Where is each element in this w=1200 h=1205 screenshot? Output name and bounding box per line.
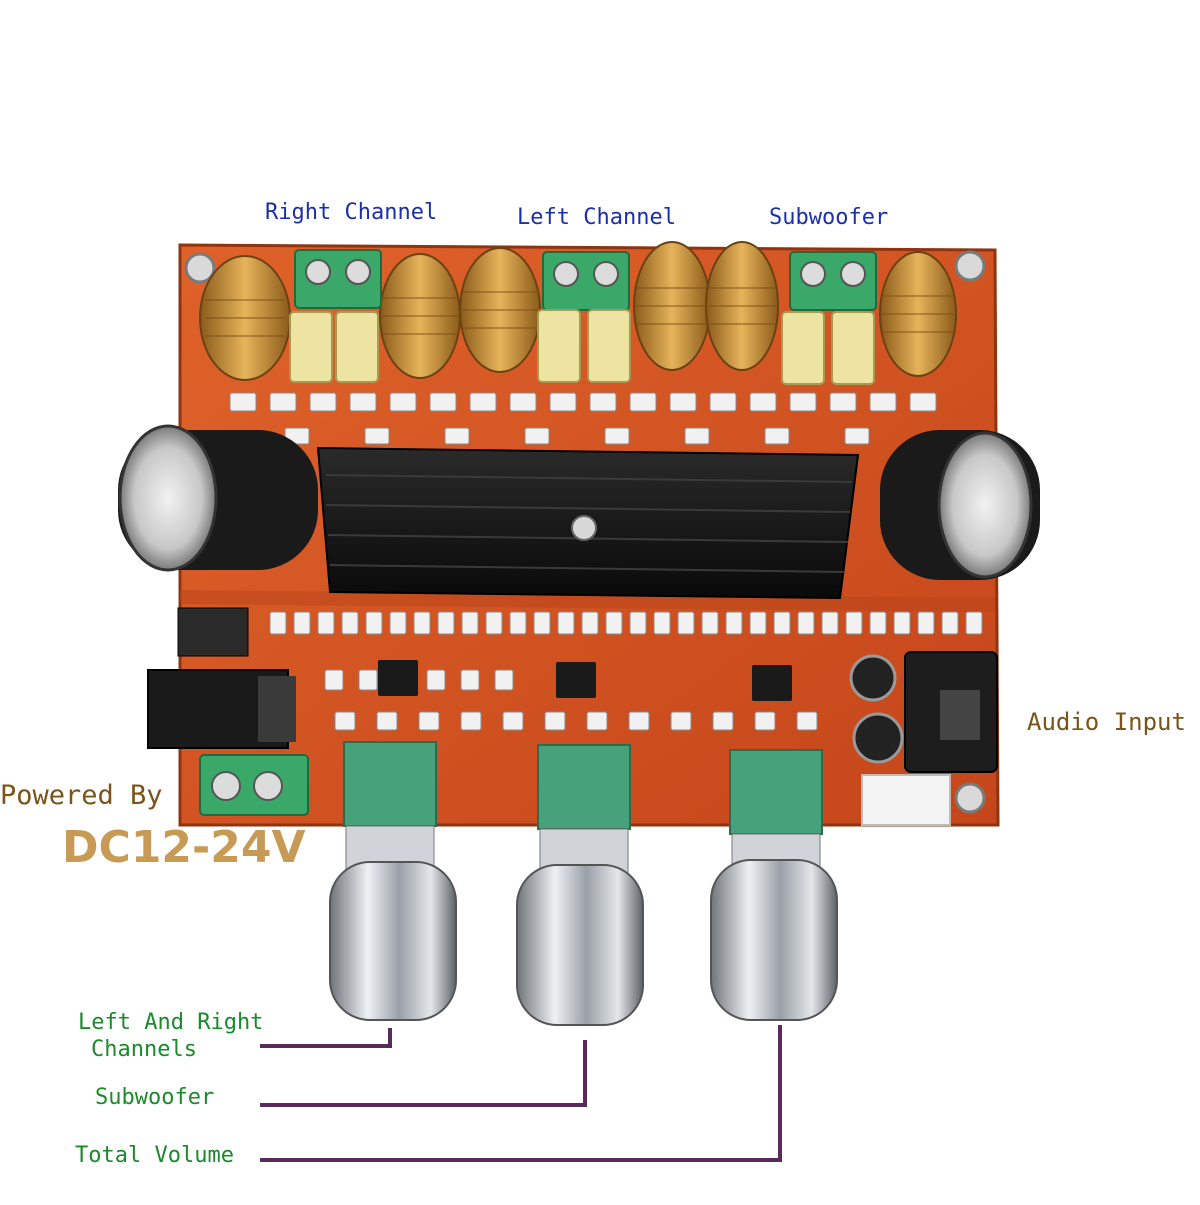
smd-pad <box>749 611 767 635</box>
smd-pad <box>869 392 897 412</box>
heatsink <box>316 446 860 600</box>
smd-pad <box>589 392 617 412</box>
smd-pad <box>764 427 790 445</box>
label-subwoofer-output: Subwoofer <box>769 205 889 230</box>
smd-pad <box>869 611 887 635</box>
smd-pad <box>485 611 503 635</box>
smd-pad <box>269 611 287 635</box>
coil-windings <box>205 287 954 337</box>
smd-pad <box>773 611 791 635</box>
smd-pad <box>358 669 378 691</box>
label-knob-subwoofer: Subwoofer <box>95 1085 215 1110</box>
smd-pad <box>334 711 356 731</box>
smd-pad <box>469 392 497 412</box>
dc-jack <box>147 669 296 749</box>
power-inductor <box>177 607 249 657</box>
smd-pad <box>426 669 446 691</box>
smd-pad <box>845 611 863 635</box>
smd-pad <box>429 392 457 412</box>
power-terminal <box>199 754 309 816</box>
label-audio-input: Audio Input <box>1027 708 1186 736</box>
smd-pad <box>829 392 857 412</box>
smd-components-upper <box>229 392 937 445</box>
smd-pad <box>365 611 383 635</box>
smd-pad <box>324 669 344 691</box>
smd-pad <box>418 711 440 731</box>
smd-pad <box>461 611 479 635</box>
label-powered-by: Powered By <box>0 780 163 811</box>
smd-pad <box>797 611 815 635</box>
label-knob-channels: Channels <box>91 1037 197 1062</box>
mounting-holes <box>184 250 986 814</box>
smd-pad <box>789 392 817 412</box>
label-left-channel: Left Channel <box>517 205 676 230</box>
smd-pad <box>605 611 623 635</box>
smd-pad <box>389 611 407 635</box>
smd-pad <box>701 611 719 635</box>
smd-pad <box>389 392 417 412</box>
potentiometer-knobs <box>329 741 838 1026</box>
audio-jack <box>849 651 998 826</box>
smd-pad <box>754 711 776 731</box>
smd-pad <box>444 427 470 445</box>
smd-pad <box>821 611 839 635</box>
smd-components-lower <box>269 611 983 731</box>
electrolytic-capacitors <box>118 424 1040 580</box>
smd-pad <box>677 611 695 635</box>
smd-pad <box>941 611 959 635</box>
smd-pad <box>544 711 566 731</box>
smd-pad <box>460 669 480 691</box>
film-capacitors <box>289 309 875 385</box>
label-knob-total-volume: Total Volume <box>75 1143 234 1168</box>
smd-pad <box>581 611 599 635</box>
smd-pad <box>796 711 818 731</box>
smd-pad <box>317 611 335 635</box>
smd-pad <box>604 427 630 445</box>
smd-pad <box>917 611 935 635</box>
smd-pad <box>349 392 377 412</box>
smd-pad <box>725 611 743 635</box>
smd-pad <box>684 427 710 445</box>
smd-pad <box>309 392 337 412</box>
smd-pad <box>628 711 650 731</box>
smd-pad <box>629 611 647 635</box>
smd-pad <box>549 392 577 412</box>
smd-pad <box>509 392 537 412</box>
smd-pad <box>712 711 734 731</box>
smd-pad <box>229 392 257 412</box>
smd-pad <box>586 711 608 731</box>
smd-pad <box>709 392 737 412</box>
speaker-terminals <box>294 249 877 311</box>
smd-pad <box>364 427 390 445</box>
smd-pad <box>844 427 870 445</box>
op-amp-chips <box>378 660 792 701</box>
smd-pad <box>533 611 551 635</box>
smd-pad <box>494 669 514 691</box>
smd-pad <box>670 711 692 731</box>
smd-pad <box>269 392 297 412</box>
smd-pad <box>893 611 911 635</box>
label-knob-left-right: Left And Right <box>78 1010 264 1035</box>
smd-pad <box>376 711 398 731</box>
smd-pad <box>413 611 431 635</box>
smd-pad <box>460 711 482 731</box>
smd-pad <box>749 392 777 412</box>
smd-pad <box>509 611 527 635</box>
smd-pad <box>669 392 697 412</box>
label-right-channel: Right Channel <box>265 200 438 225</box>
smd-pad <box>965 611 983 635</box>
smd-pad <box>502 711 524 731</box>
smd-pad <box>524 427 550 445</box>
smd-pad <box>293 611 311 635</box>
smd-pad <box>437 611 455 635</box>
smd-pad <box>341 611 359 635</box>
smd-pad <box>909 392 937 412</box>
label-voltage: DC12-24V <box>62 822 306 873</box>
leader-lines <box>260 1025 782 1162</box>
smd-pad <box>557 611 575 635</box>
smd-pad <box>629 392 657 412</box>
smd-pad <box>653 611 671 635</box>
